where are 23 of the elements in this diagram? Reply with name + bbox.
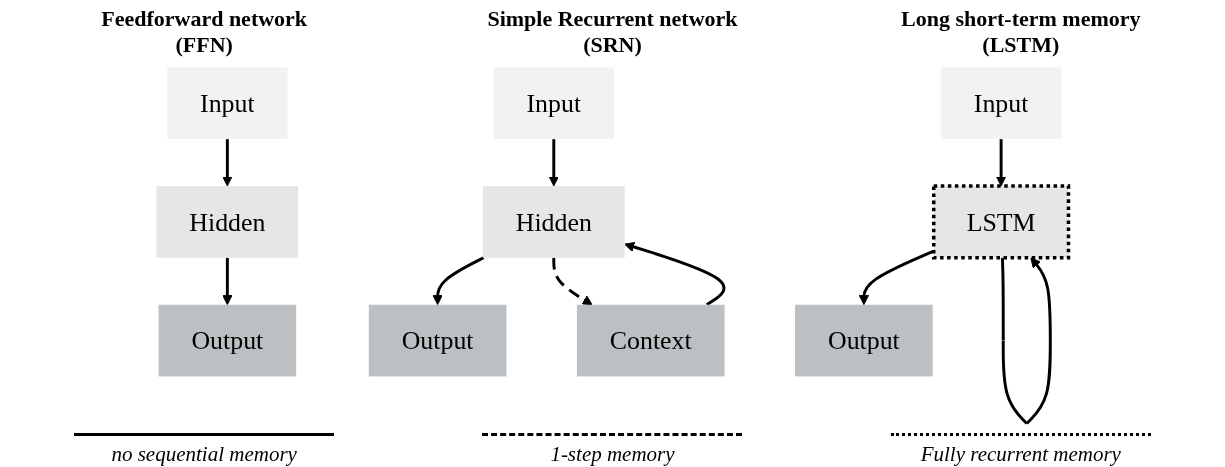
node-box: Input bbox=[493, 67, 614, 140]
node-box: Output bbox=[158, 304, 297, 377]
node-box: Hidden bbox=[482, 186, 625, 258]
node-box: Input bbox=[167, 67, 288, 140]
panel-heading: Long short-term memory (LSTM) bbox=[900, 5, 1142, 58]
arrow bbox=[548, 139, 559, 187]
node-box: Context bbox=[576, 304, 725, 377]
arrow bbox=[222, 139, 233, 187]
arrow bbox=[624, 241, 726, 306]
legend-text: no sequential memory bbox=[111, 442, 297, 467]
node-box: Hidden bbox=[156, 186, 299, 258]
panel-heading: Feedforward network (FFN) bbox=[100, 5, 309, 58]
arrow bbox=[222, 257, 233, 306]
panel-heading: Simple Recurrent network (SRN) bbox=[486, 5, 739, 58]
node-box: Output bbox=[368, 304, 507, 377]
arrow bbox=[432, 256, 485, 306]
node-box: LSTM bbox=[932, 184, 1071, 260]
legend-text: 1-step memory bbox=[550, 442, 675, 467]
legend-text: Fully recurrent memory bbox=[920, 442, 1121, 467]
node-box: Input bbox=[940, 67, 1062, 140]
node-box: Output bbox=[795, 304, 933, 377]
arrow bbox=[996, 139, 1007, 187]
arrow bbox=[552, 257, 593, 306]
